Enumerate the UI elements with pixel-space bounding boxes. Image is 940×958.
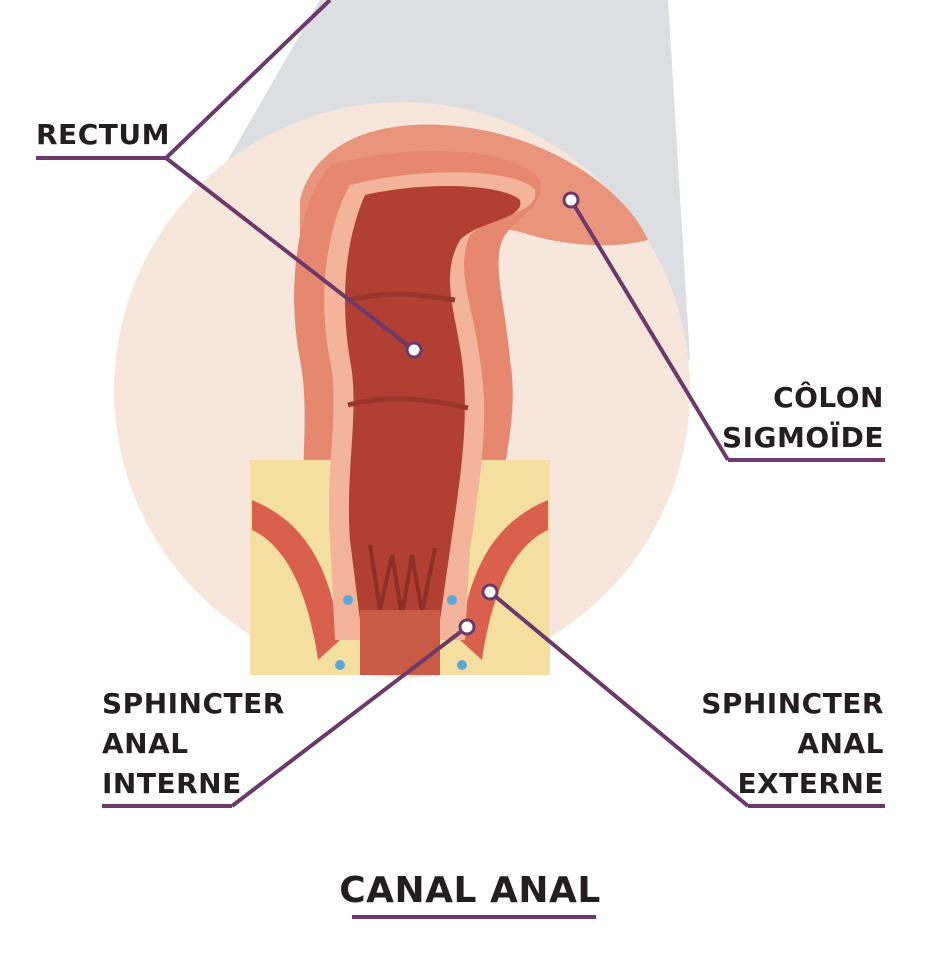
label-sphincter-interne: SPHINCTER ANAL INTERNE <box>102 684 285 804</box>
label-externe-line2: ANAL <box>797 727 884 760</box>
anal-canal <box>360 610 440 675</box>
label-interne-line2: ANAL <box>102 727 189 760</box>
label-externe-line3: EXTERNE <box>737 767 884 800</box>
vascular-dot <box>343 595 353 605</box>
label-rectum-text: RECTUM <box>36 118 170 151</box>
label-sphincter-externe: SPHINCTER ANAL EXTERNE <box>701 684 884 804</box>
leader-rectum-in <box>164 156 416 352</box>
leader-rectum-up <box>164 0 332 160</box>
leader-interne <box>230 625 469 808</box>
leader-externe <box>488 590 750 808</box>
rectal-fold-2 <box>347 396 469 411</box>
label-colon-line2: SIGMOÏDE <box>721 421 884 454</box>
leader-colon <box>569 198 730 462</box>
vascular-dot <box>447 595 457 605</box>
diagram-title: CANAL ANAL <box>339 870 601 911</box>
label-colon-line1: CÔLON <box>773 381 884 414</box>
label-colon-sigmoide: CÔLON SIGMOÏDE <box>722 378 884 458</box>
label-interne-line3: INTERNE <box>102 767 242 800</box>
label-rectum: RECTUM <box>36 115 170 155</box>
vascular-dot <box>457 660 467 670</box>
muscle-right <box>460 500 548 660</box>
label-interne-line1: SPHINCTER <box>102 687 285 720</box>
rectal-fold-1 <box>349 291 456 303</box>
muscle-left <box>252 500 340 660</box>
pointer-colon <box>562 191 580 209</box>
pointer-interne <box>458 618 476 636</box>
pointer-rectum <box>405 341 423 359</box>
pointer-externe <box>481 583 499 601</box>
label-externe-line1: SPHINCTER <box>701 687 884 720</box>
vascular-dot <box>335 660 345 670</box>
